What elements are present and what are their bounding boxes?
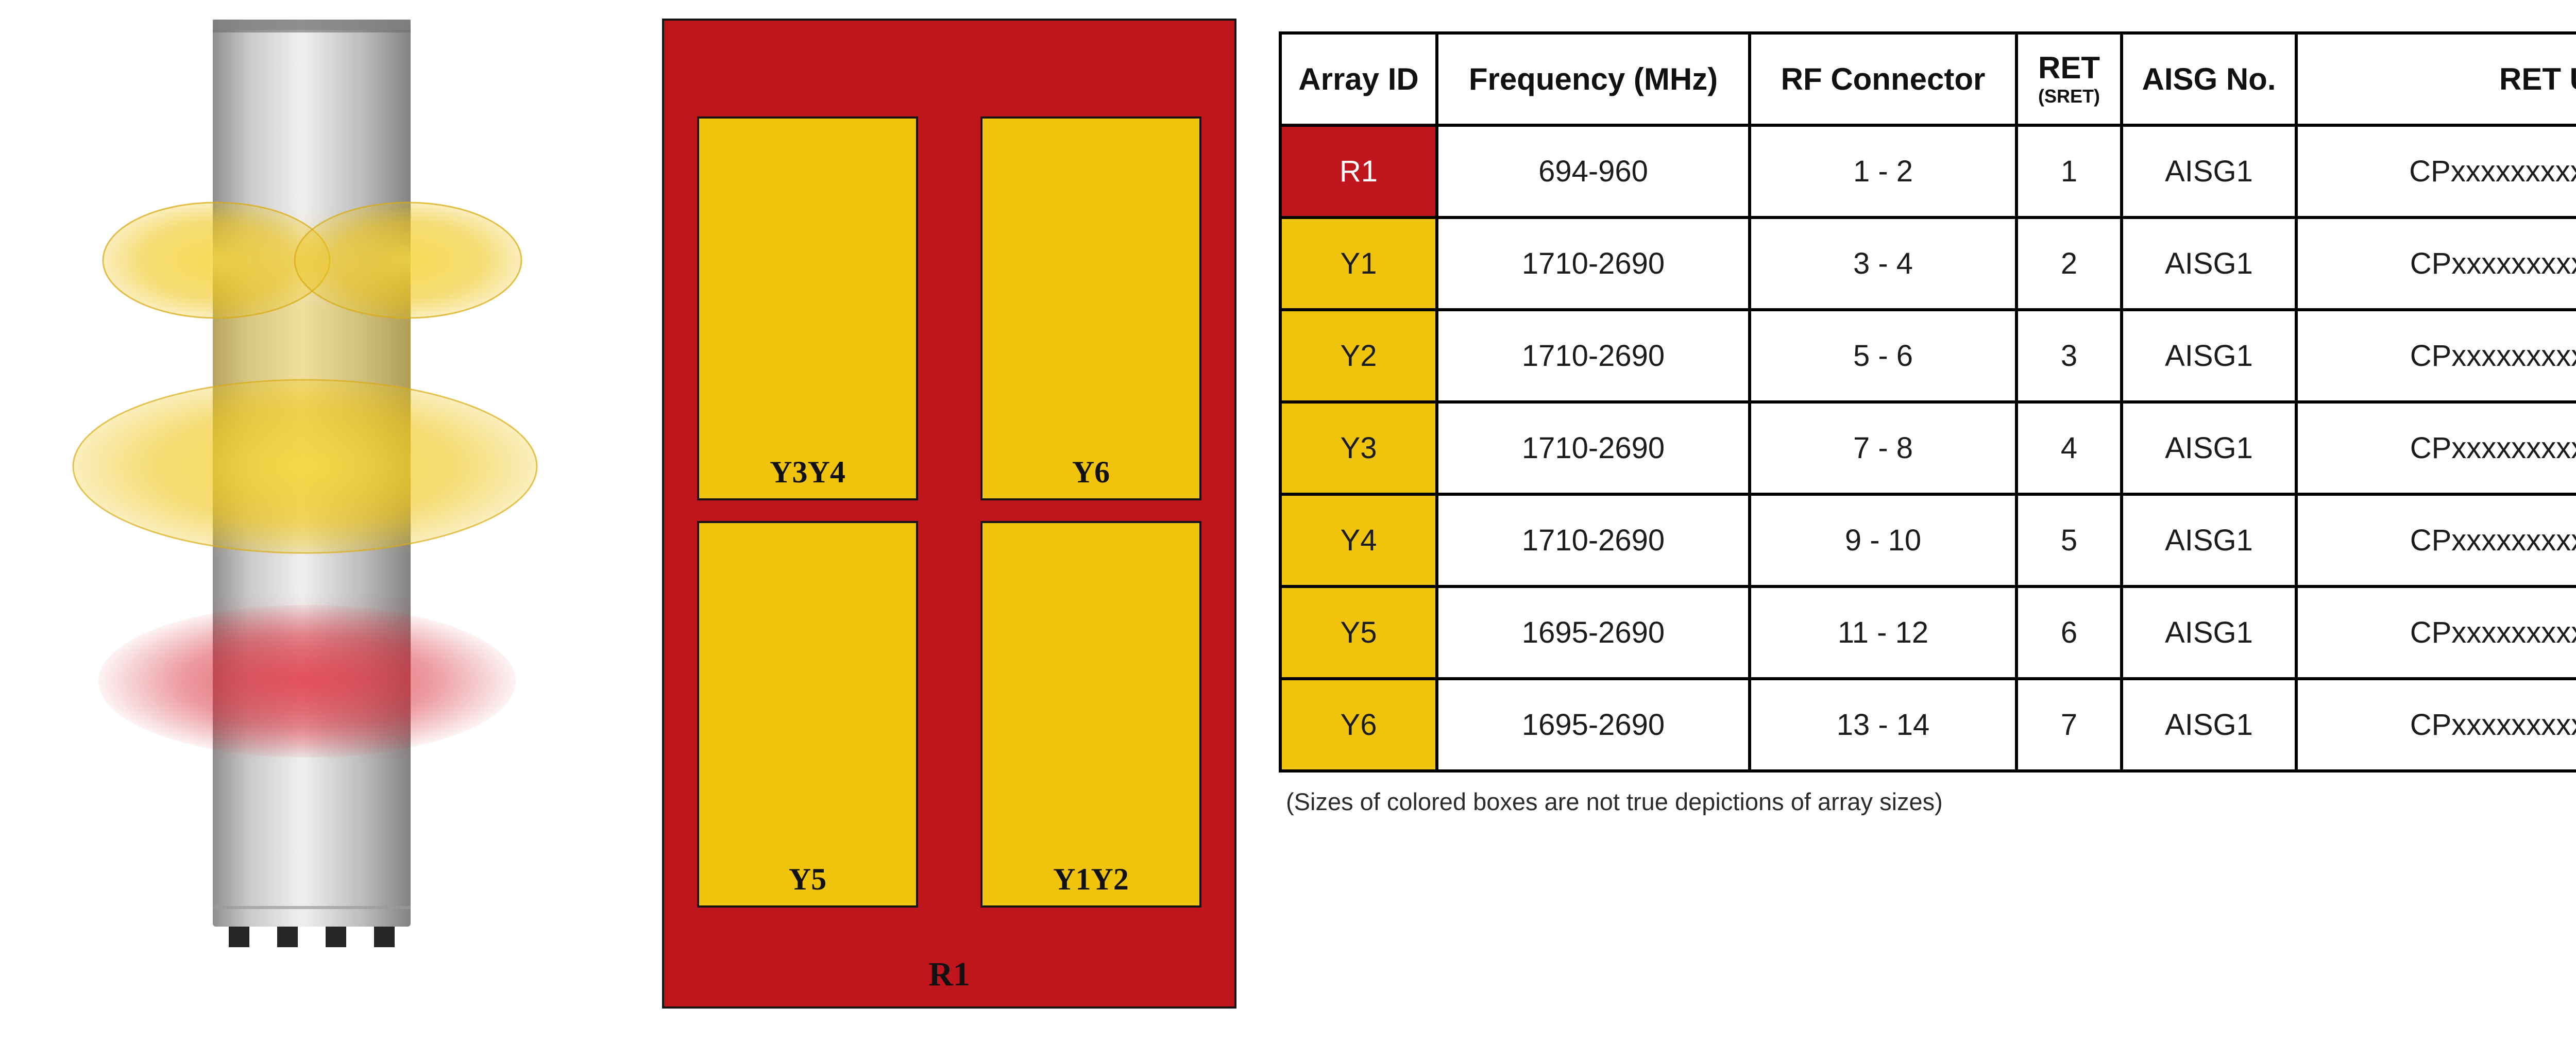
table-row: Y5 1695-2690 11 - 12 6 AISG1 CPxxxxxxxxx… xyxy=(1279,585,2576,680)
cell-ret: 7 xyxy=(2015,677,2123,773)
header-array-id: Array ID xyxy=(1279,31,1438,127)
cell-rf-connector: 3 - 4 xyxy=(1748,216,2018,311)
mid-band-beam-icon xyxy=(72,379,538,554)
table-row: Y6 1695-2690 13 - 14 7 AISG1 CPxxxxxxxxx… xyxy=(1279,677,2576,773)
header-ret-sub: (SRET) xyxy=(2038,86,2100,107)
cell-array-id: Y1 xyxy=(1279,216,1438,311)
cell-frequency: 1710-2690 xyxy=(1435,493,1751,588)
cell-ret-uid: CPxxxxxxxxxxxxxxxR1 xyxy=(2295,124,2576,219)
upper-beam-right-icon xyxy=(294,202,522,319)
cell-aisg: AISG1 xyxy=(2120,308,2298,404)
header-aisg: AISG No. xyxy=(2120,31,2298,127)
antenna-foot xyxy=(277,927,298,947)
antenna-foot xyxy=(326,927,346,947)
cell-rf-connector: 13 - 14 xyxy=(1748,677,2018,773)
cell-rf-connector: 1 - 2 xyxy=(1748,124,2018,219)
cell-ret-uid: CPxxxxxxxxxxxxxxxY4 xyxy=(2295,493,2576,588)
cell-rf-connector: 7 - 8 xyxy=(1748,400,2018,496)
table-row: R1 694-960 1 - 2 1 AISG1 CPxxxxxxxxxxxxx… xyxy=(1279,124,2576,219)
array-panel-label: R1 xyxy=(928,955,970,993)
low-band-beam-icon xyxy=(98,605,516,758)
cell-array-id: Y6 xyxy=(1279,677,1438,773)
header-ret-uid: RET UID xyxy=(2295,31,2576,127)
cell-ret-uid: CPxxxxxxxxxxxxxxxY3 xyxy=(2295,400,2576,496)
cell-array-id: Y4 xyxy=(1279,493,1438,588)
table-row: Y2 1710-2690 5 - 6 3 AISG1 CPxxxxxxxxxxx… xyxy=(1279,308,2576,404)
cell-ret: 2 xyxy=(2015,216,2123,311)
cell-ret-uid: CPxxxxxxxxxxxxxxxY2 xyxy=(2295,308,2576,404)
cell-array-id: R1 xyxy=(1279,124,1438,219)
antenna-foot xyxy=(229,927,249,947)
table-header-row: Array ID Frequency (MHz) RF Connector RE… xyxy=(1279,31,2576,127)
cell-rf-connector: 11 - 12 xyxy=(1748,585,2018,680)
cell-ret-uid: CPxxxxxxxxxxxxxxxY1 xyxy=(2295,216,2576,311)
cell-ret-uid: CPxxxxxxxxxxxxxxxY5 xyxy=(2295,585,2576,680)
header-rf-connector: RF Connector xyxy=(1748,31,2018,127)
cell-array-id: Y5 xyxy=(1279,585,1438,680)
cell-frequency: 1710-2690 xyxy=(1435,308,1751,404)
cell-frequency: 1695-2690 xyxy=(1435,585,1751,680)
array-box-y6: Y6 xyxy=(980,116,1201,500)
cell-rf-connector: 5 - 6 xyxy=(1748,308,2018,404)
cell-aisg: AISG1 xyxy=(2120,585,2298,680)
cell-aisg: AISG1 xyxy=(2120,124,2298,219)
array-box-label: Y6 xyxy=(1072,455,1110,489)
table-row: Y1 1710-2690 3 - 4 2 AISG1 CPxxxxxxxxxxx… xyxy=(1279,216,2576,311)
array-box-y3y4: Y3Y4 xyxy=(697,116,918,500)
cell-ret: 6 xyxy=(2015,585,2123,680)
array-layout-diagram: Y3Y4 Y6 Y5 Y1Y2 R1 xyxy=(662,19,1236,1009)
port-table: Array ID Frequency (MHz) RF Connector RE… xyxy=(1279,31,2576,773)
cell-frequency: 1710-2690 xyxy=(1435,400,1751,496)
cell-frequency: 1695-2690 xyxy=(1435,677,1751,773)
table-row: Y4 1710-2690 9 - 10 5 AISG1 CPxxxxxxxxxx… xyxy=(1279,493,2576,588)
antenna-illustration xyxy=(72,20,538,947)
cell-aisg: AISG1 xyxy=(2120,677,2298,773)
cell-array-id: Y2 xyxy=(1279,308,1438,404)
cell-aisg: AISG1 xyxy=(2120,493,2298,588)
array-box-label: Y1Y2 xyxy=(1053,862,1129,896)
cell-ret: 1 xyxy=(2015,124,2123,219)
caption-note: (Sizes of colored boxes are not true dep… xyxy=(1286,788,1943,815)
array-box-y5: Y5 xyxy=(697,521,918,908)
antenna-top-cap xyxy=(213,20,411,30)
cell-ret: 5 xyxy=(2015,493,2123,588)
array-box-y1y2: Y1Y2 xyxy=(980,521,1201,908)
table-row: Y3 1710-2690 7 - 8 4 AISG1 CPxxxxxxxxxxx… xyxy=(1279,400,2576,496)
antenna-bottom-seam xyxy=(213,906,411,909)
cell-frequency: 1710-2690 xyxy=(1435,216,1751,311)
antenna-top-seam xyxy=(213,30,411,32)
cell-ret: 3 xyxy=(2015,308,2123,404)
cell-frequency: 694-960 xyxy=(1435,124,1751,219)
header-frequency: Frequency (MHz) xyxy=(1435,31,1751,127)
cell-aisg: AISG1 xyxy=(2120,216,2298,311)
array-box-label: Y3Y4 xyxy=(770,455,845,489)
header-ret-main: RET xyxy=(2038,51,2100,86)
cell-ret-uid: CPxxxxxxxxxxxxxxxY6 xyxy=(2295,677,2576,773)
antenna-foot xyxy=(374,927,395,947)
cell-ret: 4 xyxy=(2015,400,2123,496)
cell-rf-connector: 9 - 10 xyxy=(1748,493,2018,588)
cell-array-id: Y3 xyxy=(1279,400,1438,496)
array-box-label: Y5 xyxy=(788,862,827,896)
header-ret: RET (SRET) xyxy=(2015,31,2123,127)
cell-aisg: AISG1 xyxy=(2120,400,2298,496)
